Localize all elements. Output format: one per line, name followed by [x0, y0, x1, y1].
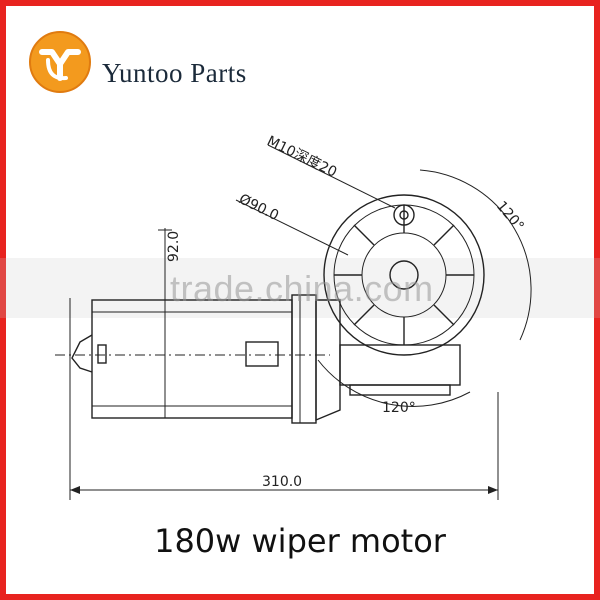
height-dimension-label: 92.0	[166, 231, 182, 262]
gear-housing	[323, 194, 485, 356]
thread-dimension-label: M10深度20	[264, 133, 339, 181]
wiper-motor-drawing: 92.0 Ø90.0 M10深度20 120° 120° 310.0	[55, 133, 532, 500]
diameter-dimension-label: Ø90.0	[236, 191, 281, 224]
yuntoo-logo-icon	[29, 31, 91, 93]
brand-name: Yuntoo Parts	[102, 58, 247, 88]
motor-body	[91, 299, 293, 419]
top-angle-label: 120°	[493, 198, 527, 234]
product-caption: 180w wiper motor	[154, 522, 446, 560]
watermark-text: trade.china.com	[170, 268, 434, 309]
bottom-angle-label: 120°	[382, 400, 416, 416]
length-dimension-label: 310.0	[262, 474, 302, 490]
end-cap	[71, 334, 93, 373]
